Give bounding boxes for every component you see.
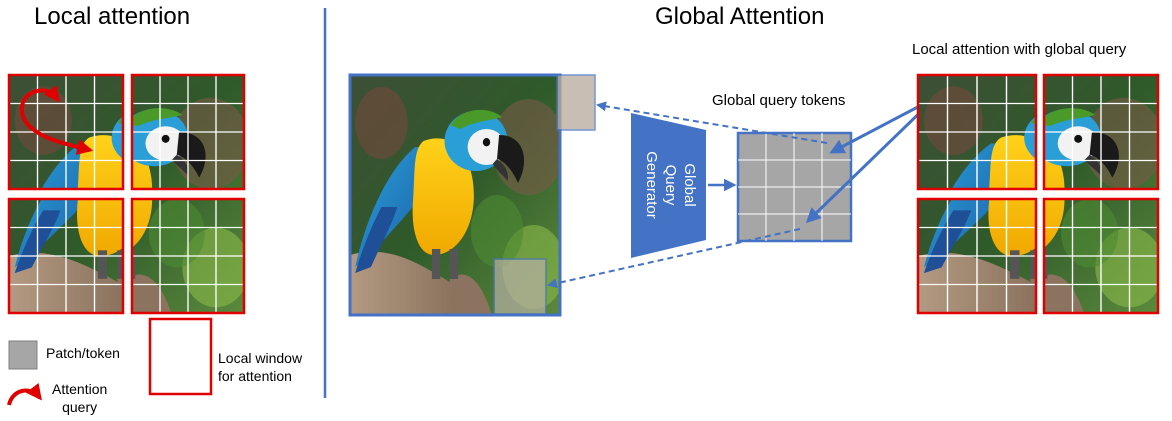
generator-label-line2: Query <box>662 165 679 206</box>
label-global-query-tokens: Global query tokens <box>712 92 846 109</box>
legend-window-line2: for attention <box>218 368 292 384</box>
legend-attention-label: Attention query <box>52 380 107 416</box>
title-global-attention: Global Attention <box>655 3 825 30</box>
legend-attention-line2: query <box>62 399 98 415</box>
right-window-bottom-left <box>916 197 1038 315</box>
legend-patch-label: Patch/token <box>46 345 120 361</box>
legend-attention-line1: Attention <box>52 381 108 397</box>
query-generator-shape <box>631 113 706 258</box>
legend-window-label: Local window for attention <box>218 349 302 385</box>
dashed-arrow-bottom <box>547 228 801 289</box>
generator-label-line3: Generator <box>643 151 660 219</box>
legend-patch-swatch <box>8 340 38 370</box>
right-window-top-right <box>1042 73 1160 191</box>
dashed-arrow-top <box>596 101 828 144</box>
legend-attention-arrow <box>7 382 42 406</box>
solid-arrow-bottom <box>805 96 937 224</box>
generator-label: Global Query Generator <box>643 151 698 219</box>
right-window-top-left <box>916 73 1038 191</box>
title-local-attention: Local attention <box>34 3 191 30</box>
legend-window-line1: Local window <box>218 350 303 366</box>
local-window-top-right <box>130 73 246 191</box>
legend-window-swatch <box>148 317 213 396</box>
local-window-bottom-left <box>7 197 125 315</box>
right-window-bottom-right <box>1042 197 1160 315</box>
global-query-tokens-grid <box>736 131 853 243</box>
local-window-bottom-right <box>130 197 246 315</box>
full-image <box>348 73 596 317</box>
generator-label-line1: Global <box>681 163 698 206</box>
attention-query-arrow <box>19 90 94 155</box>
local-window-top-left <box>7 73 125 191</box>
label-local-attention-global-query: Local attention with global query <box>912 41 1127 58</box>
